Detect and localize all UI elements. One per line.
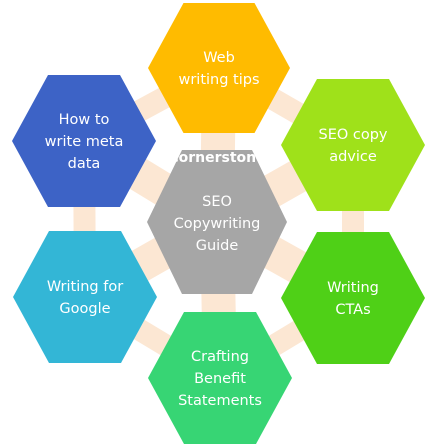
hex-writing-for-google-shape (13, 231, 157, 363)
hex-how-to-write-meta-data-line-1: write meta (45, 134, 124, 150)
hex-web-writing-tips-line-0: Web (203, 50, 235, 66)
hex-center-shape (147, 150, 287, 294)
hex-crafting-benefit-statements-line-1: Benefit (194, 371, 246, 387)
hex-writing-ctas-shape (281, 232, 425, 364)
hex-center-line-1: SEO (202, 194, 232, 210)
hex-web-writing-tips-line-1: writing tips (178, 72, 259, 88)
hex-writing-ctas-line-1: CTAs (335, 302, 370, 318)
hex-seo-copy-advice-line-1: advice (329, 149, 377, 165)
hex-crafting-benefit-statements-line-0: Crafting (191, 349, 249, 365)
hex-how-to-write-meta-data-shape (12, 75, 156, 207)
hex-seo-copy-advice: SEO copy advice (281, 79, 425, 211)
hex-crafting-benefit-statements-line-2: Statements (178, 393, 262, 409)
hex-web-writing-tips: Web writing tips (148, 3, 290, 133)
hex-writing-for-google-line-1: Google (59, 301, 110, 317)
hex-seo-copy-advice-line-0: SEO copy (318, 127, 387, 143)
hex-seo-copy-advice-shape (281, 79, 425, 211)
hex-how-to-write-meta-data-line-2: data (68, 156, 101, 172)
hex-center-title: Cornerstone (168, 150, 265, 166)
hex-center-line-3: Guide (196, 238, 239, 254)
hex-center-line-2: Copywriting (174, 216, 261, 232)
hex-how-to-write-meta-data: How to write meta data (12, 75, 156, 207)
hex-how-to-write-meta-data-line-0: How to (59, 112, 110, 128)
hex-web-writing-tips-shape (148, 3, 290, 133)
hex-crafting-benefit-statements-shape (148, 312, 292, 444)
hex-writing-ctas-line-0: Writing (327, 280, 379, 296)
hex-writing-for-google-line-0: Writing for (47, 279, 123, 295)
